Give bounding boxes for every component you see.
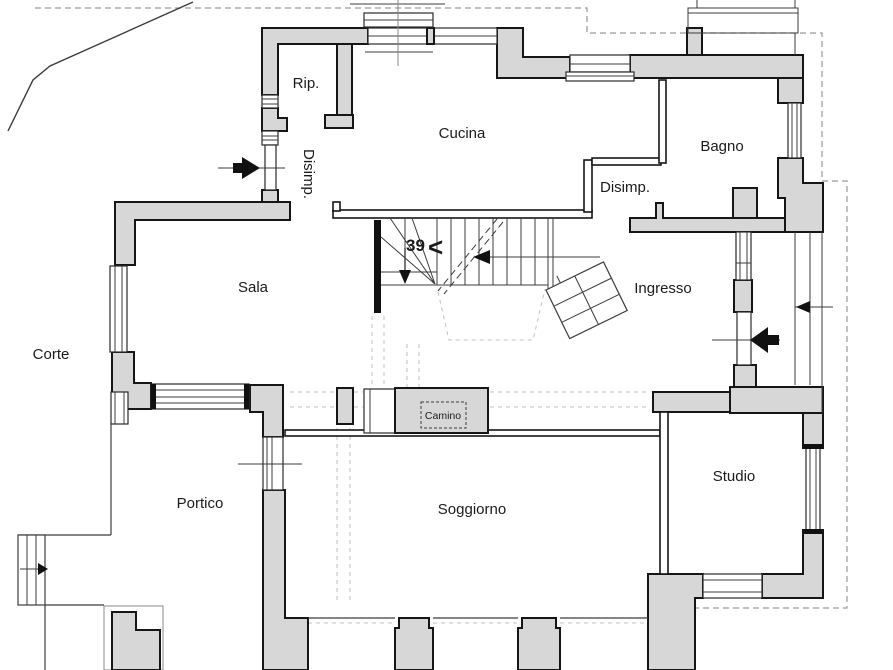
- room-label-camino: Camino: [425, 410, 461, 422]
- window-ingresso-east: [735, 231, 752, 281]
- window-sala-south: [150, 383, 250, 410]
- exterior-stair-east: [794, 232, 833, 413]
- room-label-sala: Sala: [238, 279, 269, 296]
- annotation-chevron-icon: <: [428, 232, 443, 262]
- east-stair-arrow: [796, 301, 810, 313]
- side-door-arrow: [233, 157, 260, 179]
- windows: [109, 0, 822, 599]
- balcony-outline: [687, 0, 799, 55]
- french-door-soggiorno: [238, 436, 302, 491]
- window-bagno-east: [787, 102, 802, 159]
- stair-direction-arrow: [473, 250, 490, 264]
- stair-down-arrow: [399, 270, 411, 284]
- entry-steps-west: [17, 424, 164, 670]
- stair-lower-flight: [545, 261, 628, 340]
- annotation-number: 39: [406, 236, 425, 255]
- window-studio-east: [804, 444, 822, 534]
- entrance-door-frame: [736, 311, 752, 366]
- room-label-rip: Rip.: [293, 75, 320, 92]
- exterior-walls: [111, 27, 824, 670]
- room-label-bagno: Bagno: [700, 138, 743, 155]
- portico-pillars: [308, 617, 648, 670]
- window-rip-west-1: [261, 94, 279, 109]
- site-boundary-line: [7, 1, 194, 132]
- stair-west-wall: [374, 220, 381, 313]
- room-label-cucina: Cucina: [439, 125, 486, 142]
- main-staircase: [380, 217, 628, 340]
- room-labels: Rip. Cucina Bagno Disimp. Disimp. Sala I…: [33, 75, 756, 518]
- pillar: [517, 617, 561, 670]
- steps-arrow: [38, 563, 48, 575]
- construction-lines: [290, 288, 648, 624]
- window-portico-west: [110, 391, 129, 425]
- window-cucina-north-2: [565, 54, 635, 82]
- entrance-door-arrow: [750, 327, 779, 353]
- red-annotation: 39 <: [406, 232, 443, 262]
- fireplace: [363, 387, 489, 434]
- room-label-disimp-est: Disimp.: [600, 179, 650, 196]
- room-label-soggiorno: Soggiorno: [438, 501, 506, 518]
- roof-overhang-outline: [35, 7, 848, 670]
- door-arrows: [218, 157, 780, 353]
- portico-corner-pillar: [111, 611, 161, 670]
- window-studio-south: [702, 573, 763, 599]
- room-label-ingresso: Ingresso: [634, 280, 692, 297]
- window-sala-west: [109, 265, 128, 353]
- room-label-portico: Portico: [177, 495, 224, 512]
- room-label-studio: Studio: [713, 468, 756, 485]
- window-cucina-north-1: [350, 0, 498, 66]
- window-rip-west-2: [261, 130, 279, 146]
- interior-walls: [284, 79, 669, 575]
- pillar: [394, 617, 434, 670]
- room-label-corte: Corte: [33, 346, 70, 363]
- room-label-disimp-nord: Disimp.: [300, 149, 317, 199]
